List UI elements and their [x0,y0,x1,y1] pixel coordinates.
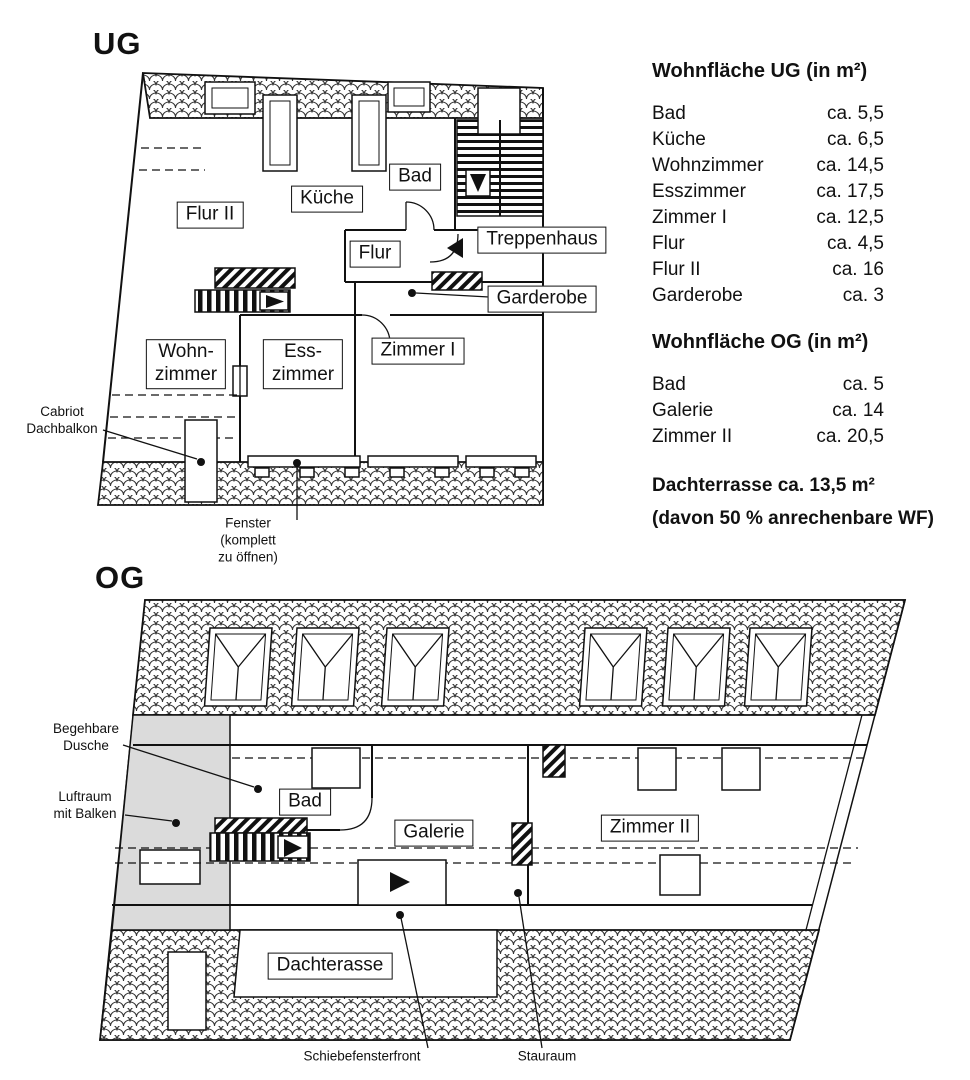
garderobe-rack [431,271,483,291]
og-stairs [209,832,311,862]
legend-room-value: ca. 14 [832,400,884,421]
stair-direction-arrow-icon [266,295,284,308]
legend-og-heading: Wohnfläche OG (in m²) [652,331,869,353]
ug-left-wall [102,72,144,463]
legend-room-value: ca. 12,5 [816,207,884,228]
skylight-icons [203,627,813,707]
luftraum-marker-dot [172,819,180,827]
legend-room-name: Zimmer II [652,426,733,447]
stair-down-arrow-icon [470,174,486,192]
annotation-stauraum: Stauraum [517,1048,577,1064]
ug-top-windows [204,81,431,172]
room-label-wohnzimmer: Wohn- zimmer [145,339,227,389]
og-planter [167,951,207,1031]
room-label-garderobe: Garderobe [487,285,597,313]
room-label-flur: Flur [349,240,401,268]
og-furniture [311,747,761,896]
fenster-marker-dot [293,459,301,467]
legend-row: Galerie ca. 14 [652,398,884,424]
dachbalkon-marker-dot [197,458,205,466]
ug-leaders [102,289,490,520]
room-label-dachterasse: Dachterasse [267,952,393,980]
luftraum-opening [139,849,201,885]
og-leaders [122,744,543,1049]
legend-row: Bad ca. 5,5 [652,101,884,127]
entrance-door-arrow-icon [447,238,463,258]
legend-room-name: Bad [652,103,686,124]
ug-bottom-wall [96,461,544,506]
legend-ug-heading: Wohnfläche UG (in m²) [652,60,868,82]
room-label-treppenhaus: Treppenhaus [477,226,607,254]
room-label-kueche: Küche [291,185,363,213]
legend-row: Zimmer I ca. 12,5 [652,205,884,231]
legend-room-name: Flur II [652,259,701,280]
og-plan [98,599,907,1049]
stauraum-marker-dot [514,889,522,897]
room-label-flur-ii: Flur II [176,201,244,229]
legend-room-name: Galerie [652,400,714,421]
room-label-esszimmer: Ess- zimmer [262,339,344,389]
legend-room-value: ca. 3 [842,285,884,306]
room-label-bad-og: Bad [279,788,331,816]
terrace-note-line2: (davon 50 % anrechenbare WF) [652,508,934,529]
ug-floor-title: UG [93,26,142,61]
annotation-fenster: Fenster (komplett zu öffnen) [218,515,278,565]
legend-room-value: ca. 20,5 [816,426,884,447]
legend-room-name: Zimmer I [652,207,727,228]
legend-og-rows: Bad ca. 5 Galerie ca. 14 Zimmer II ca. 20,5 [652,372,957,450]
ug-plan [96,72,544,520]
legend-row: Wohnzimmer ca. 14,5 [652,153,884,179]
annotation-luftraum: Luftraum mit Balken [53,789,117,821]
area-legend: Wohnfläche UG (in m²) Bad ca. 5,5 Küche ca… [652,60,957,532]
legend-room-name: Garderobe [652,285,743,306]
room-label-zimmer-i: Zimmer I [371,337,465,365]
legend-room-value: ca. 5 [842,374,884,395]
legend-room-name: Esszimmer [652,181,746,202]
legend-room-name: Flur [652,233,685,254]
room-label-zimmer-ii: Zimmer II [600,814,700,842]
ug-wall-window [232,365,248,397]
annotation-cabriot-dachbalkon: Cabriot Dachbalkon [26,404,98,436]
room-label-bad-ug: Bad [389,163,441,191]
room-label-galerie: Galerie [394,819,474,847]
legend-room-name: Bad [652,374,686,395]
legend-row: Flur II ca. 16 [652,257,884,283]
schiebefenster-marker-dot [396,911,404,919]
annotation-schiebefensterfront: Schiebefensterfront [303,1048,421,1064]
ug-bottom-windows [247,455,537,478]
garderobe-marker-dot [408,289,416,297]
legend-room-value: ca. 4,5 [826,233,884,254]
ug-mid-stairs [194,267,296,313]
legend-row: Küche ca. 6,5 [652,127,884,153]
og-interior-walls [112,714,867,931]
legend-room-name: Wohnzimmer [652,155,764,176]
dusche-marker-dot [254,785,262,793]
stair-direction-arrow-icon [284,839,302,857]
legend-room-value: ca. 5,5 [826,103,884,124]
sliding-door [357,859,447,906]
legend-ug-rows: Bad ca. 5,5 Küche ca. 6,5 Wohnzimmer ca. 14… [652,101,957,309]
legend-row: Bad ca. 5 [652,372,884,398]
legend-row: Esszimmer ca. 17,5 [652,179,884,205]
legend-room-value: ca. 14,5 [816,155,884,176]
legend-room-value: ca. 16 [832,259,884,280]
og-floor-title: OG [95,560,146,595]
legend-room-name: Küche [652,129,706,150]
legend-room-value: ca. 6,5 [826,129,884,150]
legend-room-value: ca. 17,5 [816,181,884,202]
terrace-note-line1: Dachterrasse ca. 13,5 m² [652,475,875,496]
legend-row: Flur ca. 4,5 [652,231,884,257]
annotation-begehbare-dusche: Begehbare Dusche [52,721,120,753]
legend-row: Garderobe ca. 3 [652,283,884,309]
sliding-door-arrow-icon [390,872,410,892]
ug-stairwell [456,87,544,217]
legend-row: Zimmer II ca. 20,5 [652,424,884,450]
